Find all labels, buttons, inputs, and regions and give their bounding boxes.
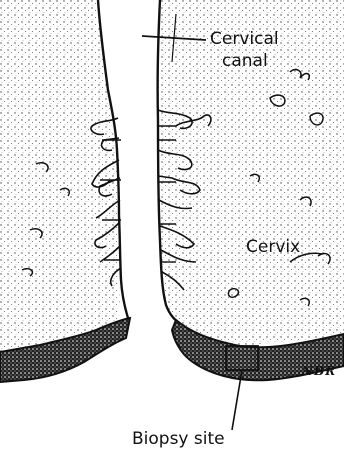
cervical-canal-label-line1: Cervical [210,30,279,49]
cervix-label: Cervix [246,238,300,257]
artist-signature: NBR [302,362,336,381]
left-cervical-wall [0,0,120,352]
biopsy-site-label: Biopsy site [132,430,225,449]
cervical-canal-label-line2: canal [222,52,268,71]
